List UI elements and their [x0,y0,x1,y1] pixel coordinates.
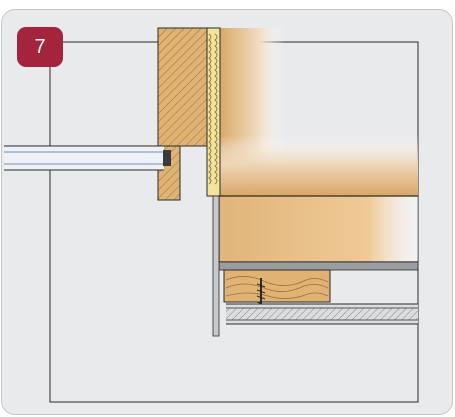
wood-stud [157,27,208,147]
metal-profile-vertical [212,195,220,337]
metal-profile-horizontal [218,261,419,271]
step-number-badge: 7 [17,27,63,67]
glass-pane [4,145,171,171]
upper-wall [219,28,418,198]
insulation-strip [206,27,221,197]
ceiling-panel [226,303,418,325]
wood-batten [223,269,331,303]
wood-board [218,195,418,263]
